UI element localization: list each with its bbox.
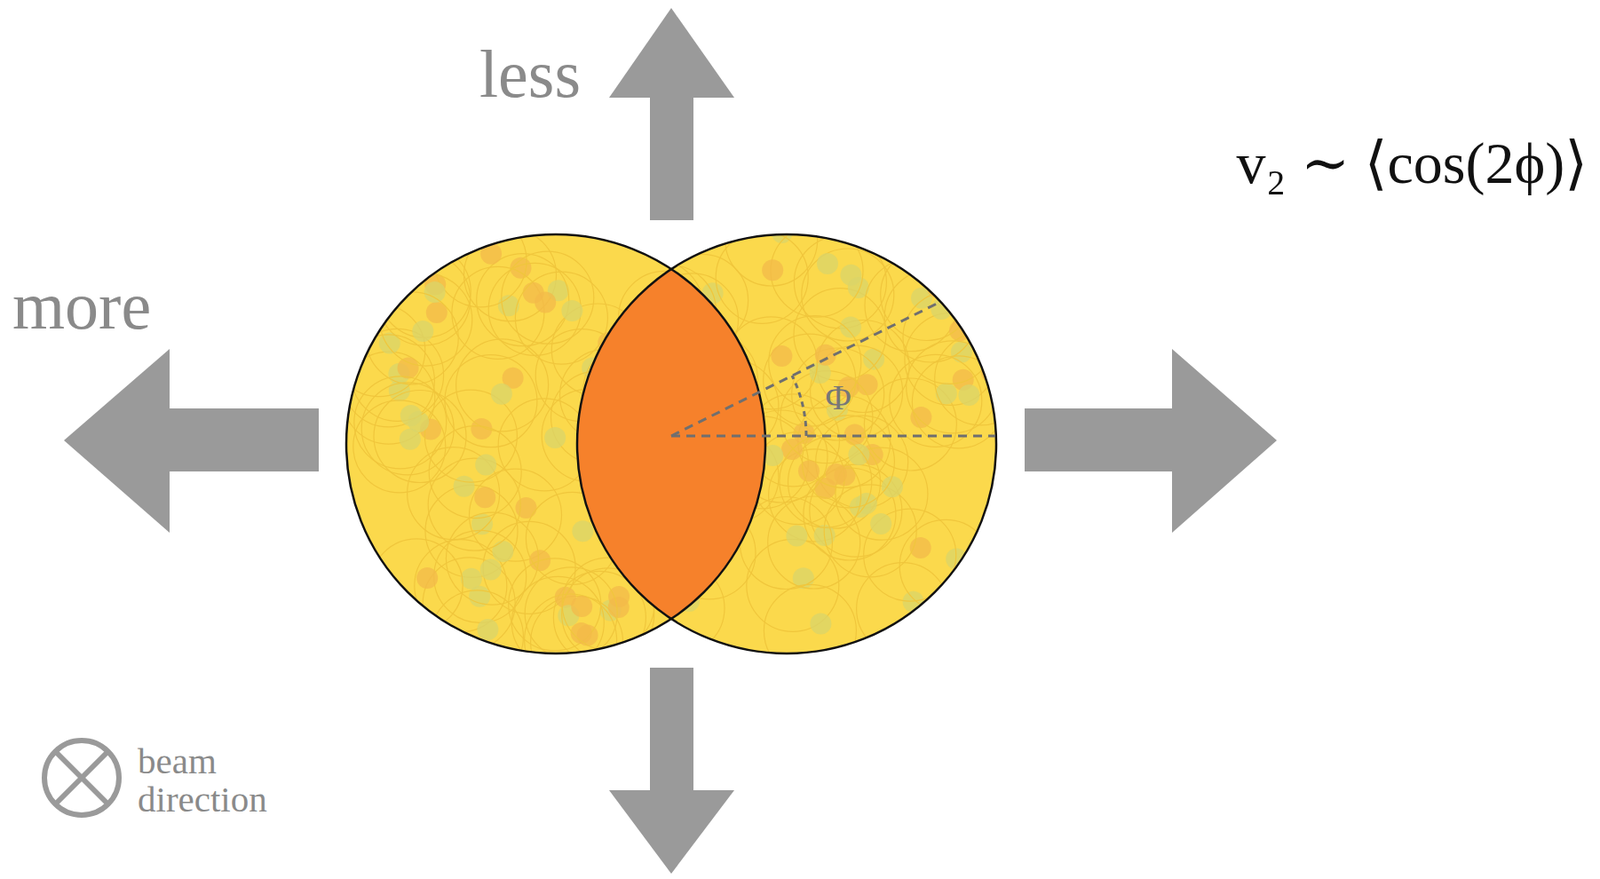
quark-dot bbox=[424, 281, 446, 303]
overlap-region bbox=[577, 269, 766, 619]
quark-dot bbox=[770, 345, 793, 367]
quark-dot bbox=[902, 591, 925, 613]
nucleon bbox=[407, 447, 500, 540]
nucleons bbox=[332, 214, 804, 690]
nucleus-outline bbox=[346, 234, 766, 654]
nucleon bbox=[353, 400, 446, 493]
quark-dot bbox=[399, 428, 421, 451]
quark-dot bbox=[515, 497, 538, 519]
nucleon bbox=[911, 356, 1005, 449]
quark-dot bbox=[881, 475, 903, 498]
nucleon bbox=[373, 390, 467, 484]
quark-dot bbox=[475, 454, 497, 476]
quark-dot bbox=[958, 384, 980, 406]
quark-dot bbox=[816, 253, 839, 275]
quark-dot bbox=[397, 356, 420, 379]
quark-dot bbox=[839, 316, 862, 339]
nucleus-outline bbox=[577, 234, 997, 654]
quark-dot bbox=[798, 460, 820, 483]
nucleon bbox=[856, 562, 950, 656]
nucleon bbox=[904, 312, 998, 405]
direction-label: less bbox=[479, 39, 581, 108]
nucleon bbox=[380, 273, 473, 366]
quark-dot bbox=[608, 596, 630, 618]
quark-dot bbox=[570, 622, 593, 644]
nucleon bbox=[884, 269, 977, 363]
nucleon bbox=[823, 484, 917, 578]
nucleon bbox=[524, 594, 618, 687]
nucleons bbox=[550, 193, 1028, 677]
nucleon bbox=[444, 355, 538, 448]
quark-dot bbox=[411, 320, 434, 342]
quark-dot bbox=[491, 540, 514, 563]
quark-dot bbox=[571, 520, 594, 542]
quark-dot bbox=[561, 300, 583, 322]
nucleon bbox=[370, 538, 463, 632]
quark-dot bbox=[400, 404, 422, 427]
beam-symbol bbox=[44, 740, 119, 816]
nucleon bbox=[524, 567, 618, 660]
flow-formula: v₂ ∼ ⟨cos(2ϕ)⟩ bbox=[1236, 134, 1588, 193]
quark-dot bbox=[534, 291, 556, 313]
nucleon bbox=[430, 590, 523, 683]
flow-arrows bbox=[63, 7, 1277, 874]
nucleon bbox=[863, 378, 957, 471]
angle-lines bbox=[671, 302, 996, 436]
nucleon bbox=[434, 214, 527, 308]
quark-dot bbox=[870, 513, 892, 535]
quark-dot bbox=[476, 618, 499, 641]
quark-dot bbox=[474, 486, 496, 508]
nucleon bbox=[763, 584, 856, 677]
nucleus-left bbox=[346, 234, 766, 654]
quark-dot bbox=[825, 463, 848, 485]
nucleon bbox=[906, 340, 999, 434]
quark-dot bbox=[863, 348, 885, 371]
nucleon bbox=[779, 435, 872, 528]
nucleon bbox=[763, 333, 856, 427]
quark-dot bbox=[815, 344, 837, 366]
quark-dot bbox=[570, 595, 593, 618]
nucleon bbox=[934, 332, 1028, 426]
quark-dot bbox=[416, 567, 438, 589]
nucleon bbox=[801, 415, 895, 508]
nucleon bbox=[351, 328, 444, 421]
angle-label: Φ bbox=[824, 380, 851, 416]
nucleon bbox=[508, 558, 602, 651]
quark-dot bbox=[926, 277, 949, 299]
nucleon bbox=[770, 224, 864, 317]
quark-dot bbox=[910, 406, 932, 428]
quark-dot bbox=[935, 382, 958, 404]
beam-label: beam direction bbox=[137, 742, 316, 819]
quark-dot bbox=[491, 383, 513, 405]
quark-dot bbox=[847, 443, 870, 466]
nucleon bbox=[434, 530, 527, 623]
quark-dot bbox=[544, 427, 566, 449]
nucleon bbox=[715, 230, 808, 324]
quark-dot bbox=[480, 558, 502, 580]
quark-dot bbox=[950, 340, 973, 363]
nucleon bbox=[899, 519, 992, 612]
nucleon bbox=[354, 376, 447, 469]
direction-label: more bbox=[12, 271, 151, 340]
quark-dot bbox=[460, 568, 483, 590]
nucleon bbox=[768, 496, 861, 589]
nucleon bbox=[378, 253, 471, 346]
quark-dot bbox=[785, 525, 808, 547]
quark-dot bbox=[761, 259, 784, 281]
quark-dot bbox=[453, 475, 476, 498]
quark-dot bbox=[809, 612, 832, 634]
nucleon bbox=[514, 271, 608, 365]
nucleon bbox=[365, 292, 459, 385]
